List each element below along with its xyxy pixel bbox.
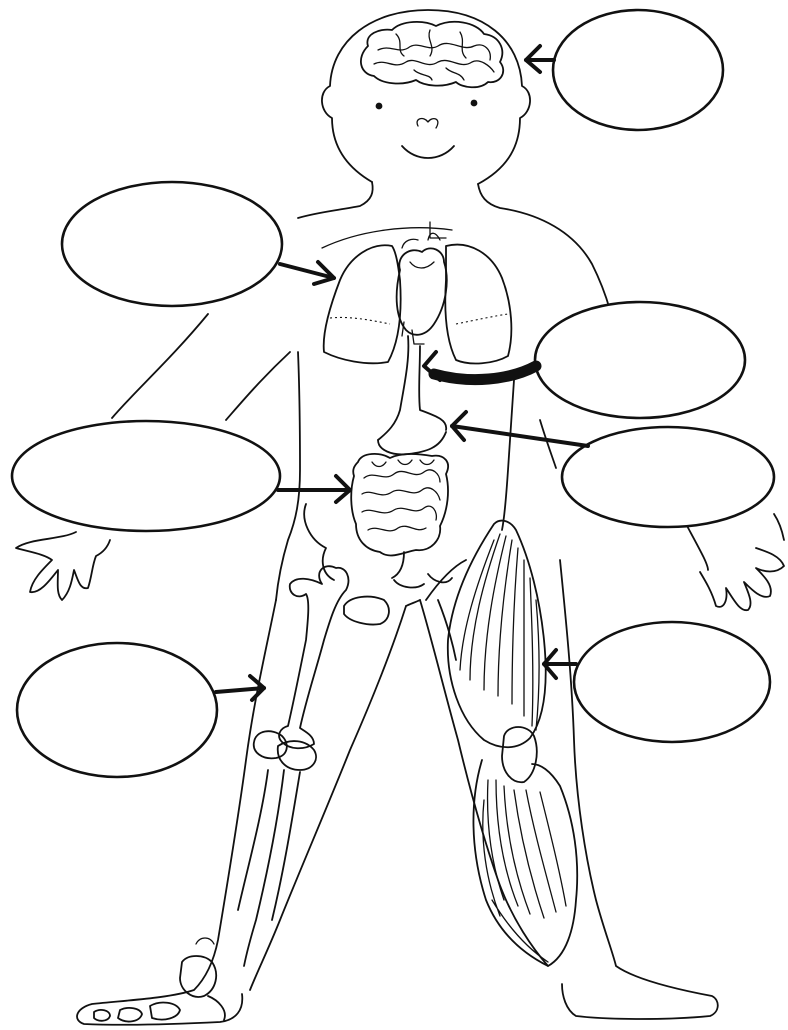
arrow-to-lungs (280, 262, 334, 284)
answer-box-muscles[interactable] (574, 622, 770, 742)
answer-box-bones[interactable] (17, 643, 217, 777)
answer-box-brain[interactable] (553, 10, 723, 130)
femur (279, 566, 348, 748)
arrow-to-stomach (452, 412, 588, 446)
right-eye (471, 100, 478, 107)
answer-box-stomach[interactable] (562, 427, 774, 527)
left-eye (376, 103, 383, 110)
brain-illustration (361, 22, 503, 87)
answer-box-lungs[interactable] (62, 182, 282, 306)
right-hand-top (774, 514, 784, 540)
mouth (402, 146, 454, 158)
pelvis-illustration (304, 504, 452, 625)
neck-right (478, 184, 610, 310)
foot-bones (94, 956, 225, 1021)
thigh-muscle (448, 521, 546, 748)
lungs-illustration (324, 222, 512, 363)
neck-left (298, 182, 373, 218)
leg-muscles-illustration (426, 521, 577, 966)
answer-box-heart[interactable] (535, 302, 745, 418)
right-lung (445, 245, 511, 364)
leg-bones-illustration (94, 566, 348, 1021)
right-hand (700, 548, 784, 610)
left-leg-inner (250, 606, 406, 990)
left-arm-inner (226, 352, 290, 420)
answer-box-intestines[interactable] (12, 421, 280, 531)
torso-right (502, 380, 514, 530)
right-arm-inner (686, 524, 708, 570)
stomach-outline (378, 432, 446, 454)
nose (417, 119, 438, 128)
fibula (272, 772, 300, 920)
arrow-to-heart (424, 352, 536, 380)
heart-illustration (397, 248, 447, 344)
arrow-to-intestines (278, 476, 350, 502)
arrow-to-muscles (544, 650, 576, 678)
intestines-illustration (351, 454, 448, 578)
arrow-to-brain (526, 46, 554, 72)
left-arm-outer (112, 314, 208, 418)
arrow-to-bones (216, 676, 264, 700)
left-hand (16, 532, 110, 600)
right-arm-outer (540, 420, 556, 468)
left-lung (324, 245, 401, 363)
